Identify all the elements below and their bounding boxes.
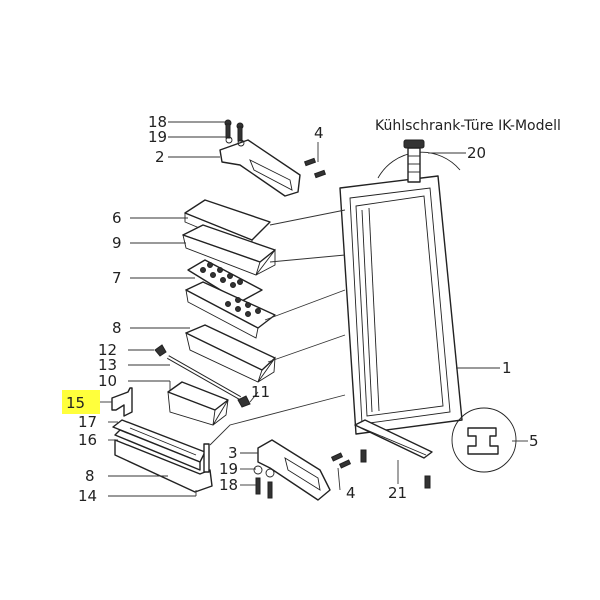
egg-tray-part-7[interactable] [187, 259, 263, 303]
bottle-shelf-part-8-14[interactable] [114, 439, 213, 493]
label-14: 14 [78, 487, 97, 505]
upper-hinge-part-2[interactable] [219, 119, 327, 197]
bracket-part-15[interactable] [111, 387, 133, 417]
label-4-bottom: 4 [346, 484, 356, 502]
label-15-highlighted: 15 [66, 394, 85, 412]
label-3: 3 [228, 444, 238, 462]
label-8-bottom: 8 [85, 467, 95, 485]
highlight-part-15 [62, 390, 100, 414]
label-13: 13 [98, 356, 117, 374]
label-18-bottom: 18 [219, 476, 238, 494]
label-8: 8 [112, 319, 122, 337]
detail-circle-part-5[interactable] [451, 407, 517, 473]
detail-circle-part-20[interactable] [377, 139, 461, 183]
label-5: 5 [529, 432, 539, 450]
clip-part-12[interactable] [154, 344, 167, 357]
door-frame-part-1[interactable] [339, 175, 463, 435]
label-7: 7 [112, 269, 122, 287]
diagram-title: Kühlschrank-Türe IK-Modell [375, 118, 561, 134]
label-1: 1 [502, 359, 512, 377]
clip-part-11[interactable] [237, 395, 251, 408]
leader-lines [100, 121, 528, 497]
label-10: 10 [98, 372, 117, 390]
label-20: 20 [467, 144, 486, 162]
small-box-part-10[interactable] [167, 381, 229, 426]
label-6: 6 [112, 209, 122, 227]
label-16: 16 [78, 431, 97, 449]
label-4: 4 [314, 124, 324, 142]
label-17: 17 [78, 413, 97, 431]
label-11: 11 [251, 383, 270, 401]
label-19-bottom: 19 [219, 460, 238, 478]
label-9: 9 [112, 234, 122, 252]
shelf-part-8[interactable] [185, 324, 276, 383]
rod-part-13[interactable] [167, 355, 241, 400]
label-18: 18 [148, 113, 167, 131]
part-labels: 18 19 2 4 20 6 9 7 8 12 13 10 15 17 16 8… [66, 113, 539, 505]
shelf-part-9[interactable] [182, 224, 276, 276]
label-19: 19 [148, 128, 167, 146]
label-21: 21 [388, 484, 407, 502]
egg-shelf-part-7[interactable] [185, 281, 276, 339]
lower-hinge-part-3[interactable] [253, 439, 352, 501]
rail-part-21[interactable] [354, 419, 433, 489]
label-12: 12 [98, 341, 117, 359]
label-2: 2 [155, 148, 165, 166]
